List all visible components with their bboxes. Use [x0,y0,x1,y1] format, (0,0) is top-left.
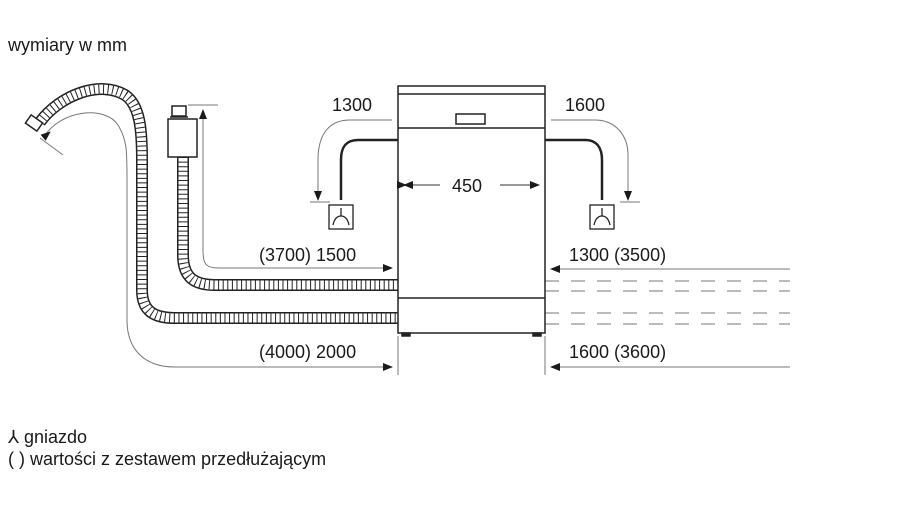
left-drain-height-label: 1300 [332,95,372,115]
legend-socket: ⅄ gniazdo [8,427,87,448]
control-display [455,113,486,125]
drain-hose [24,83,398,324]
right-drain-height-label: 1600 [565,95,605,115]
left-drain-length-label: (4000) 2000 [259,342,356,362]
dishwasher [397,85,546,337]
legend-socket-label: gniazdo [24,427,88,447]
socket-icon-right [589,204,615,230]
left-inlet-length-label: (3700) 1500 [259,245,356,265]
brackets-symbol: ( ) [8,449,25,469]
right-inlet-length-label: 1300 (3500) [569,245,666,265]
legend-brackets-label: wartości z zestawem przedłużającym [30,449,327,469]
units-label: wymiary w mm [8,35,127,55]
width-label: 450 [452,176,482,196]
inlet-hose [167,105,398,291]
right-drain-length-label: 1600 (3600) [569,342,666,362]
socket-symbol-icon: ⅄ [8,427,19,447]
legend-brackets: ( ) wartości z zestawem przedłużającym [8,449,326,470]
socket-icon-left [328,204,354,230]
hose-end-icon [24,113,44,133]
aquastop-valve-icon [167,118,198,158]
